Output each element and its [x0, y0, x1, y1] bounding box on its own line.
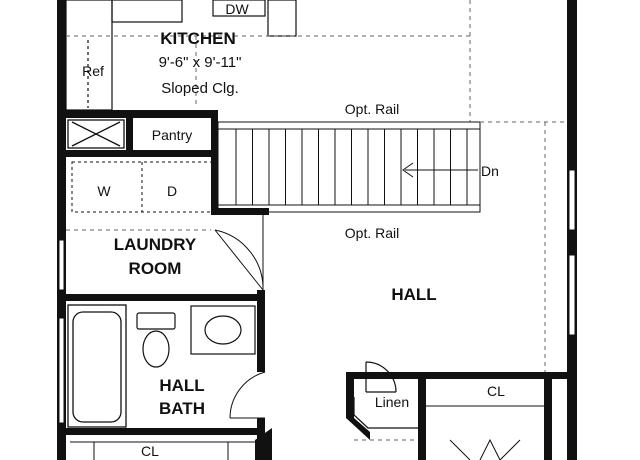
stair-treads — [235, 129, 468, 205]
dishwasher-label: DW — [225, 1, 249, 17]
right-closet — [426, 405, 544, 460]
dryer-label: D — [167, 183, 177, 199]
windows — [58, 169, 576, 424]
bottom-closet — [70, 441, 255, 460]
toilet — [136, 312, 176, 368]
hall-outlines — [66, 121, 567, 372]
refrigerator-label: Ref — [82, 63, 104, 79]
stair-arrow — [402, 162, 478, 178]
rail-label-top: Opt. Rail — [345, 101, 399, 117]
kitchen-title: KITCHEN — [160, 29, 236, 48]
bathtub — [67, 304, 127, 428]
closet-label-right: CL — [487, 383, 505, 399]
stair-direction-label: Dn — [481, 163, 499, 179]
rail-label-bottom: Opt. Rail — [345, 225, 399, 241]
vanity-sink — [190, 305, 256, 355]
linen-label: Linen — [375, 394, 409, 410]
laundry-title-line2: ROOM — [129, 259, 182, 278]
hall-title: HALL — [391, 285, 436, 304]
pantry-label: Pantry — [152, 127, 192, 143]
laundry-title-line1: LAUNDRY — [114, 235, 197, 254]
washer-dryer — [71, 161, 213, 213]
kitchen-note: Sloped Clg. — [161, 80, 239, 97]
linen-wall — [346, 397, 370, 440]
closet-label-bottom: CL — [141, 443, 159, 459]
staircase — [217, 121, 481, 213]
hall-bath-title-line1: HALL — [159, 376, 204, 395]
bottom-corner — [255, 428, 272, 460]
storage-x — [67, 119, 125, 149]
washer-label: W — [97, 183, 111, 199]
bath-door — [229, 371, 266, 419]
hall-bath-title-line2: BATH — [159, 399, 205, 418]
laundry-door — [214, 215, 264, 291]
upper-cabinets — [66, 0, 471, 122]
kitchen-cabinets — [65, 0, 297, 111]
kitchen-size: 9'-6" x 9'-11" — [159, 54, 242, 71]
